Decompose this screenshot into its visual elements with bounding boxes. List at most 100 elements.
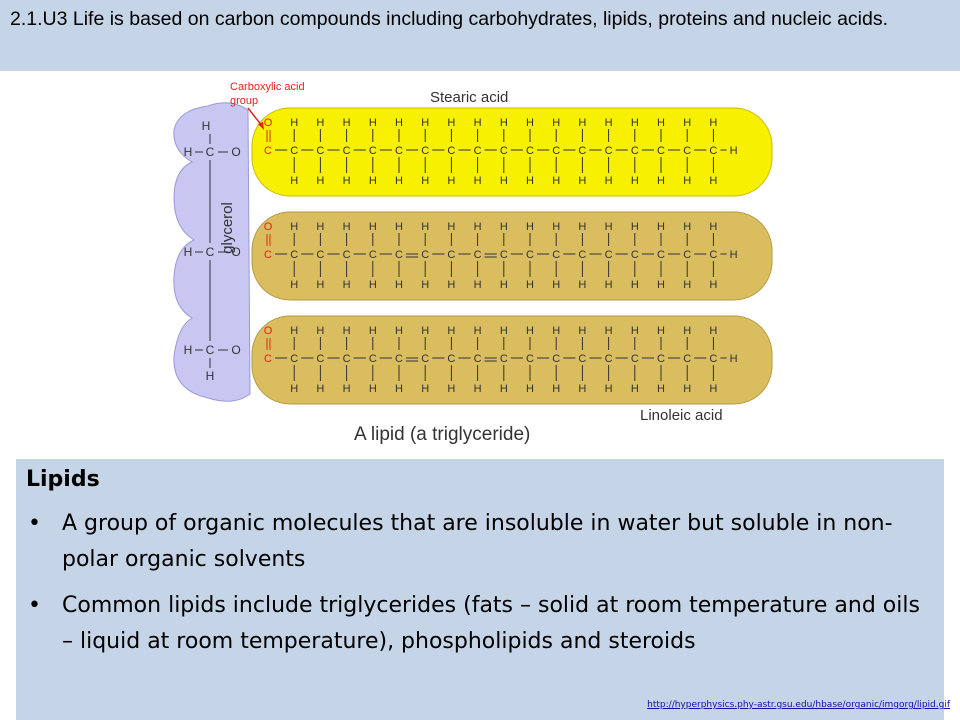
triglyceride-diagram: O C C H H C H H C H H C H H C H H C H H C H H C H H C H H C H H C H H C H H C H… bbox=[173, 81, 773, 445]
glycerol-label: glycerol bbox=[219, 202, 236, 254]
hydrogen-atom: H bbox=[578, 221, 586, 233]
hydrogen-atom: H bbox=[369, 279, 377, 291]
hydrogen-atom: H bbox=[343, 383, 351, 395]
svg-text:H: H bbox=[206, 369, 215, 383]
carbon-atom: C bbox=[526, 145, 534, 157]
hydrogen-atom: H bbox=[631, 325, 639, 337]
carbon-atom: C bbox=[500, 353, 508, 365]
hydrogen-atom: H bbox=[578, 383, 586, 395]
carbon-atom: C bbox=[709, 145, 717, 157]
hydrogen-atom: H bbox=[474, 325, 482, 337]
hydrogen-atom: H bbox=[631, 279, 639, 291]
panel-title: Lipids bbox=[26, 467, 100, 492]
carbon-atom: C bbox=[395, 145, 403, 157]
hydrogen-atom: H bbox=[369, 325, 377, 337]
hydrogen-atom: H bbox=[657, 279, 665, 291]
hydrogen-atom: H bbox=[474, 117, 482, 129]
hydrogen-atom: H bbox=[631, 383, 639, 395]
slide-header: 2.1.U3 Life is based on carbon compounds… bbox=[0, 0, 960, 71]
carbon-atom: C bbox=[290, 249, 298, 261]
carbon-atom: C bbox=[552, 249, 560, 261]
hydrogen-atom: H bbox=[552, 221, 560, 233]
hydrogen-atom: H bbox=[526, 325, 534, 337]
hydrogen-atom: H bbox=[578, 117, 586, 129]
hydrogen-atom: H bbox=[474, 279, 482, 291]
hydrogen-atom: H bbox=[683, 221, 691, 233]
source-link[interactable]: http://hyperphysics.phy-astr.gsu.edu/hba… bbox=[647, 700, 950, 710]
hydrogen-atom: H bbox=[447, 117, 455, 129]
hydrogen-atom: H bbox=[369, 221, 377, 233]
hydrogen-atom: H bbox=[526, 175, 534, 187]
carbon-atom: C bbox=[316, 249, 324, 261]
carbon-atom: C bbox=[369, 353, 377, 365]
carbon-atom: C bbox=[683, 249, 691, 261]
carbon-atom: C bbox=[657, 145, 665, 157]
carbon-atom: C bbox=[631, 249, 639, 261]
hydrogen-atom: H bbox=[683, 175, 691, 187]
stearic-acid-chain bbox=[251, 107, 773, 197]
hydrogen-atom: H bbox=[605, 221, 613, 233]
hydrogen-atom: H bbox=[290, 279, 298, 291]
hydrogen-atom: H bbox=[421, 117, 429, 129]
hydrogen-atom: H bbox=[421, 221, 429, 233]
hydrogen-atom: H bbox=[709, 325, 717, 337]
carbon-atom: C bbox=[657, 249, 665, 261]
hydrogen-atom: H bbox=[605, 325, 613, 337]
hydrogen-atom: H bbox=[552, 325, 560, 337]
hydrogen-atom: H bbox=[631, 117, 639, 129]
carbon-atom: C bbox=[316, 145, 324, 157]
bullet-text: A group of organic molecules that are in… bbox=[62, 511, 893, 572]
glycerol-bonds bbox=[195, 134, 228, 368]
hydrogen-atom: H bbox=[447, 383, 455, 395]
carbon-atom: C bbox=[421, 145, 429, 157]
svg-text:H: H bbox=[202, 119, 211, 133]
hydrogen-atom: H bbox=[578, 325, 586, 337]
svg-text:H: H bbox=[184, 245, 193, 259]
carbon-atom: C bbox=[447, 353, 455, 365]
hydrogen-atom: H bbox=[631, 175, 639, 187]
hydrogen-atom: H bbox=[552, 175, 560, 187]
carbon-atom: C bbox=[709, 249, 717, 261]
carboxyl-carbon: C bbox=[264, 353, 272, 365]
svg-text:O: O bbox=[231, 245, 240, 259]
hydrogen-atom: H bbox=[526, 279, 534, 291]
carbon-atom: C bbox=[500, 249, 508, 261]
hydrogen-atom: H bbox=[447, 175, 455, 187]
carbon-atom: C bbox=[290, 145, 298, 157]
carbon-atom: C bbox=[343, 145, 351, 157]
hydrogen-atom: H bbox=[343, 325, 351, 337]
hydrogen-atom: H bbox=[447, 325, 455, 337]
carboxyl-carbon: C bbox=[264, 249, 272, 261]
hydrogen-atom: H bbox=[526, 383, 534, 395]
linoleic-acid-label: Linoleic acid bbox=[640, 407, 723, 424]
bullet-item: •Common lipids include triglycerides (fa… bbox=[26, 588, 930, 660]
hydrogen-atom: H bbox=[290, 325, 298, 337]
carbon-atom: C bbox=[578, 249, 586, 261]
carboxylic-arrowhead bbox=[258, 122, 264, 130]
carbon-atom: C bbox=[526, 353, 534, 365]
hydrogen-atom: H bbox=[730, 249, 738, 261]
hydrogen-atom: H bbox=[730, 145, 738, 157]
carbon-atom: C bbox=[395, 353, 403, 365]
hydrogen-atom: H bbox=[709, 117, 717, 129]
carbon-atom: C bbox=[369, 145, 377, 157]
carboxyl-oxygen: O bbox=[264, 117, 273, 129]
hydrogen-atom: H bbox=[709, 175, 717, 187]
bullet-text: Common lipids include triglycerides (fat… bbox=[62, 593, 920, 654]
carboxylic-acid-label: Carboxylic acid bbox=[230, 81, 305, 93]
hydrogen-atom: H bbox=[343, 117, 351, 129]
hydrogen-atom: H bbox=[605, 175, 613, 187]
carbon-atom: C bbox=[395, 249, 403, 261]
hydrogen-atom: H bbox=[421, 325, 429, 337]
carbon-atom: C bbox=[605, 353, 613, 365]
svg-text:O: O bbox=[231, 145, 240, 159]
hydrogen-atom: H bbox=[474, 221, 482, 233]
hydrogen-atom: H bbox=[605, 117, 613, 129]
hydrogen-atom: H bbox=[447, 279, 455, 291]
hydrogen-atom: H bbox=[605, 279, 613, 291]
bullet-list: •A group of organic molecules that are i… bbox=[26, 506, 930, 660]
carbon-atom: C bbox=[421, 249, 429, 261]
hydrogen-atom: H bbox=[290, 117, 298, 129]
hydrogen-atom: H bbox=[369, 175, 377, 187]
hydrogen-atom: H bbox=[343, 279, 351, 291]
